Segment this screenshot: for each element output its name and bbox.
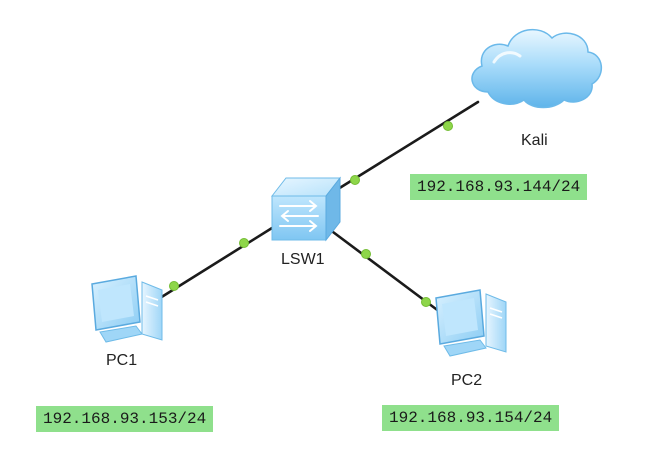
- kali-ip-tag: 192.168.93.144/24: [410, 174, 588, 200]
- port-switch-to-pc1: [239, 238, 249, 248]
- port-pc1: [169, 281, 179, 291]
- switch-label: LSW1: [281, 251, 325, 268]
- port-switch-to-pc2: [361, 249, 371, 259]
- link-switch-pc2: [331, 230, 442, 314]
- link-switch-kali: [336, 100, 480, 191]
- switch-icon[interactable]: [270, 176, 342, 242]
- pc2-ip-tag: 192.168.93.154/24: [382, 405, 560, 431]
- kali-label: Kali: [521, 132, 548, 149]
- pc1-label: PC1: [106, 352, 138, 369]
- cloud-icon[interactable]: [471, 28, 602, 109]
- pc-icon[interactable]: [91, 275, 163, 343]
- pc-icon[interactable]: [435, 289, 507, 357]
- pc2-label: PC2: [451, 372, 483, 389]
- port-switch-to-kali: [350, 175, 360, 185]
- port-pc2: [421, 297, 431, 307]
- port-kali: [443, 121, 453, 131]
- pc1-ip-tag: 192.168.93.153/24: [36, 406, 214, 432]
